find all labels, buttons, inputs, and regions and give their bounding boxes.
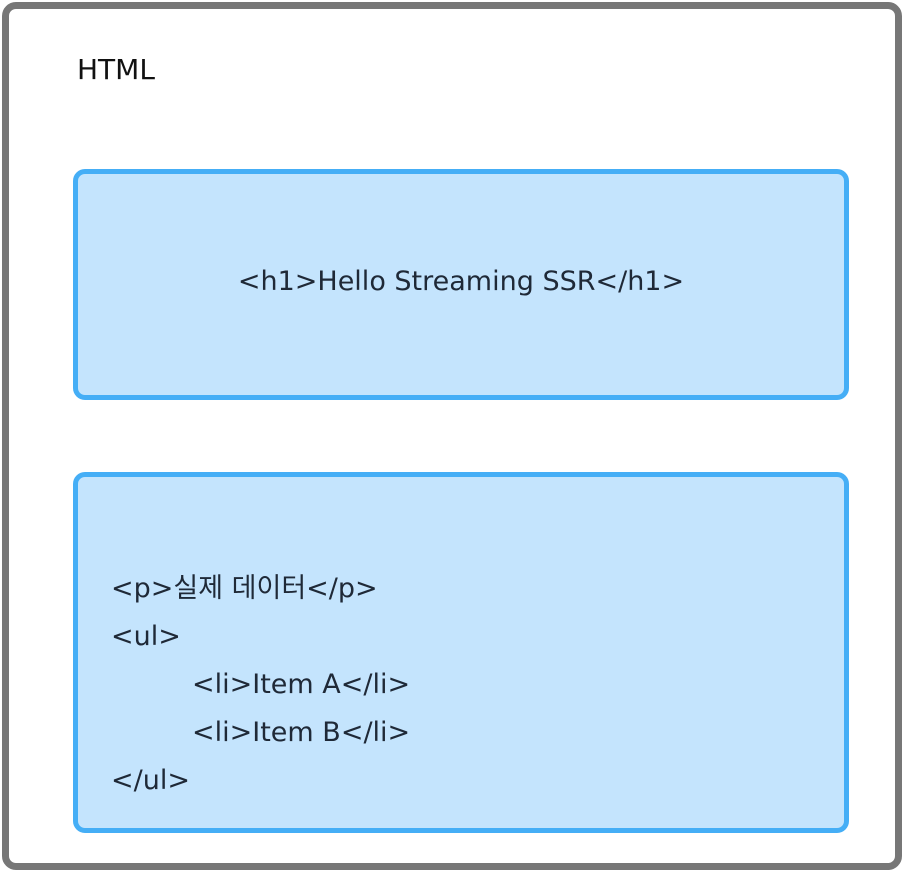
heading-code: <h1>Hello Streaming SSR</h1> [237,265,685,297]
list-open-code-line: <ul> [111,621,181,652]
frame-title: HTML [77,53,155,86]
content-block: <p>실제 데이터</p> <ul> <li>Item A</li> <li>I… [73,472,849,833]
list-item-a-code-line: <li>Item A</li> [192,669,411,700]
list-item-b-code-line: <li>Item B</li> [192,717,411,748]
content-code-lines: <p>실제 데이터</p> <ul> <li>Item A</li> <li>I… [111,565,410,805]
heading-block: <h1>Hello Streaming SSR</h1> [73,169,849,400]
paragraph-code-line: <p>실제 데이터</p> [111,573,378,604]
list-close-code-line: </ul> [111,765,190,796]
